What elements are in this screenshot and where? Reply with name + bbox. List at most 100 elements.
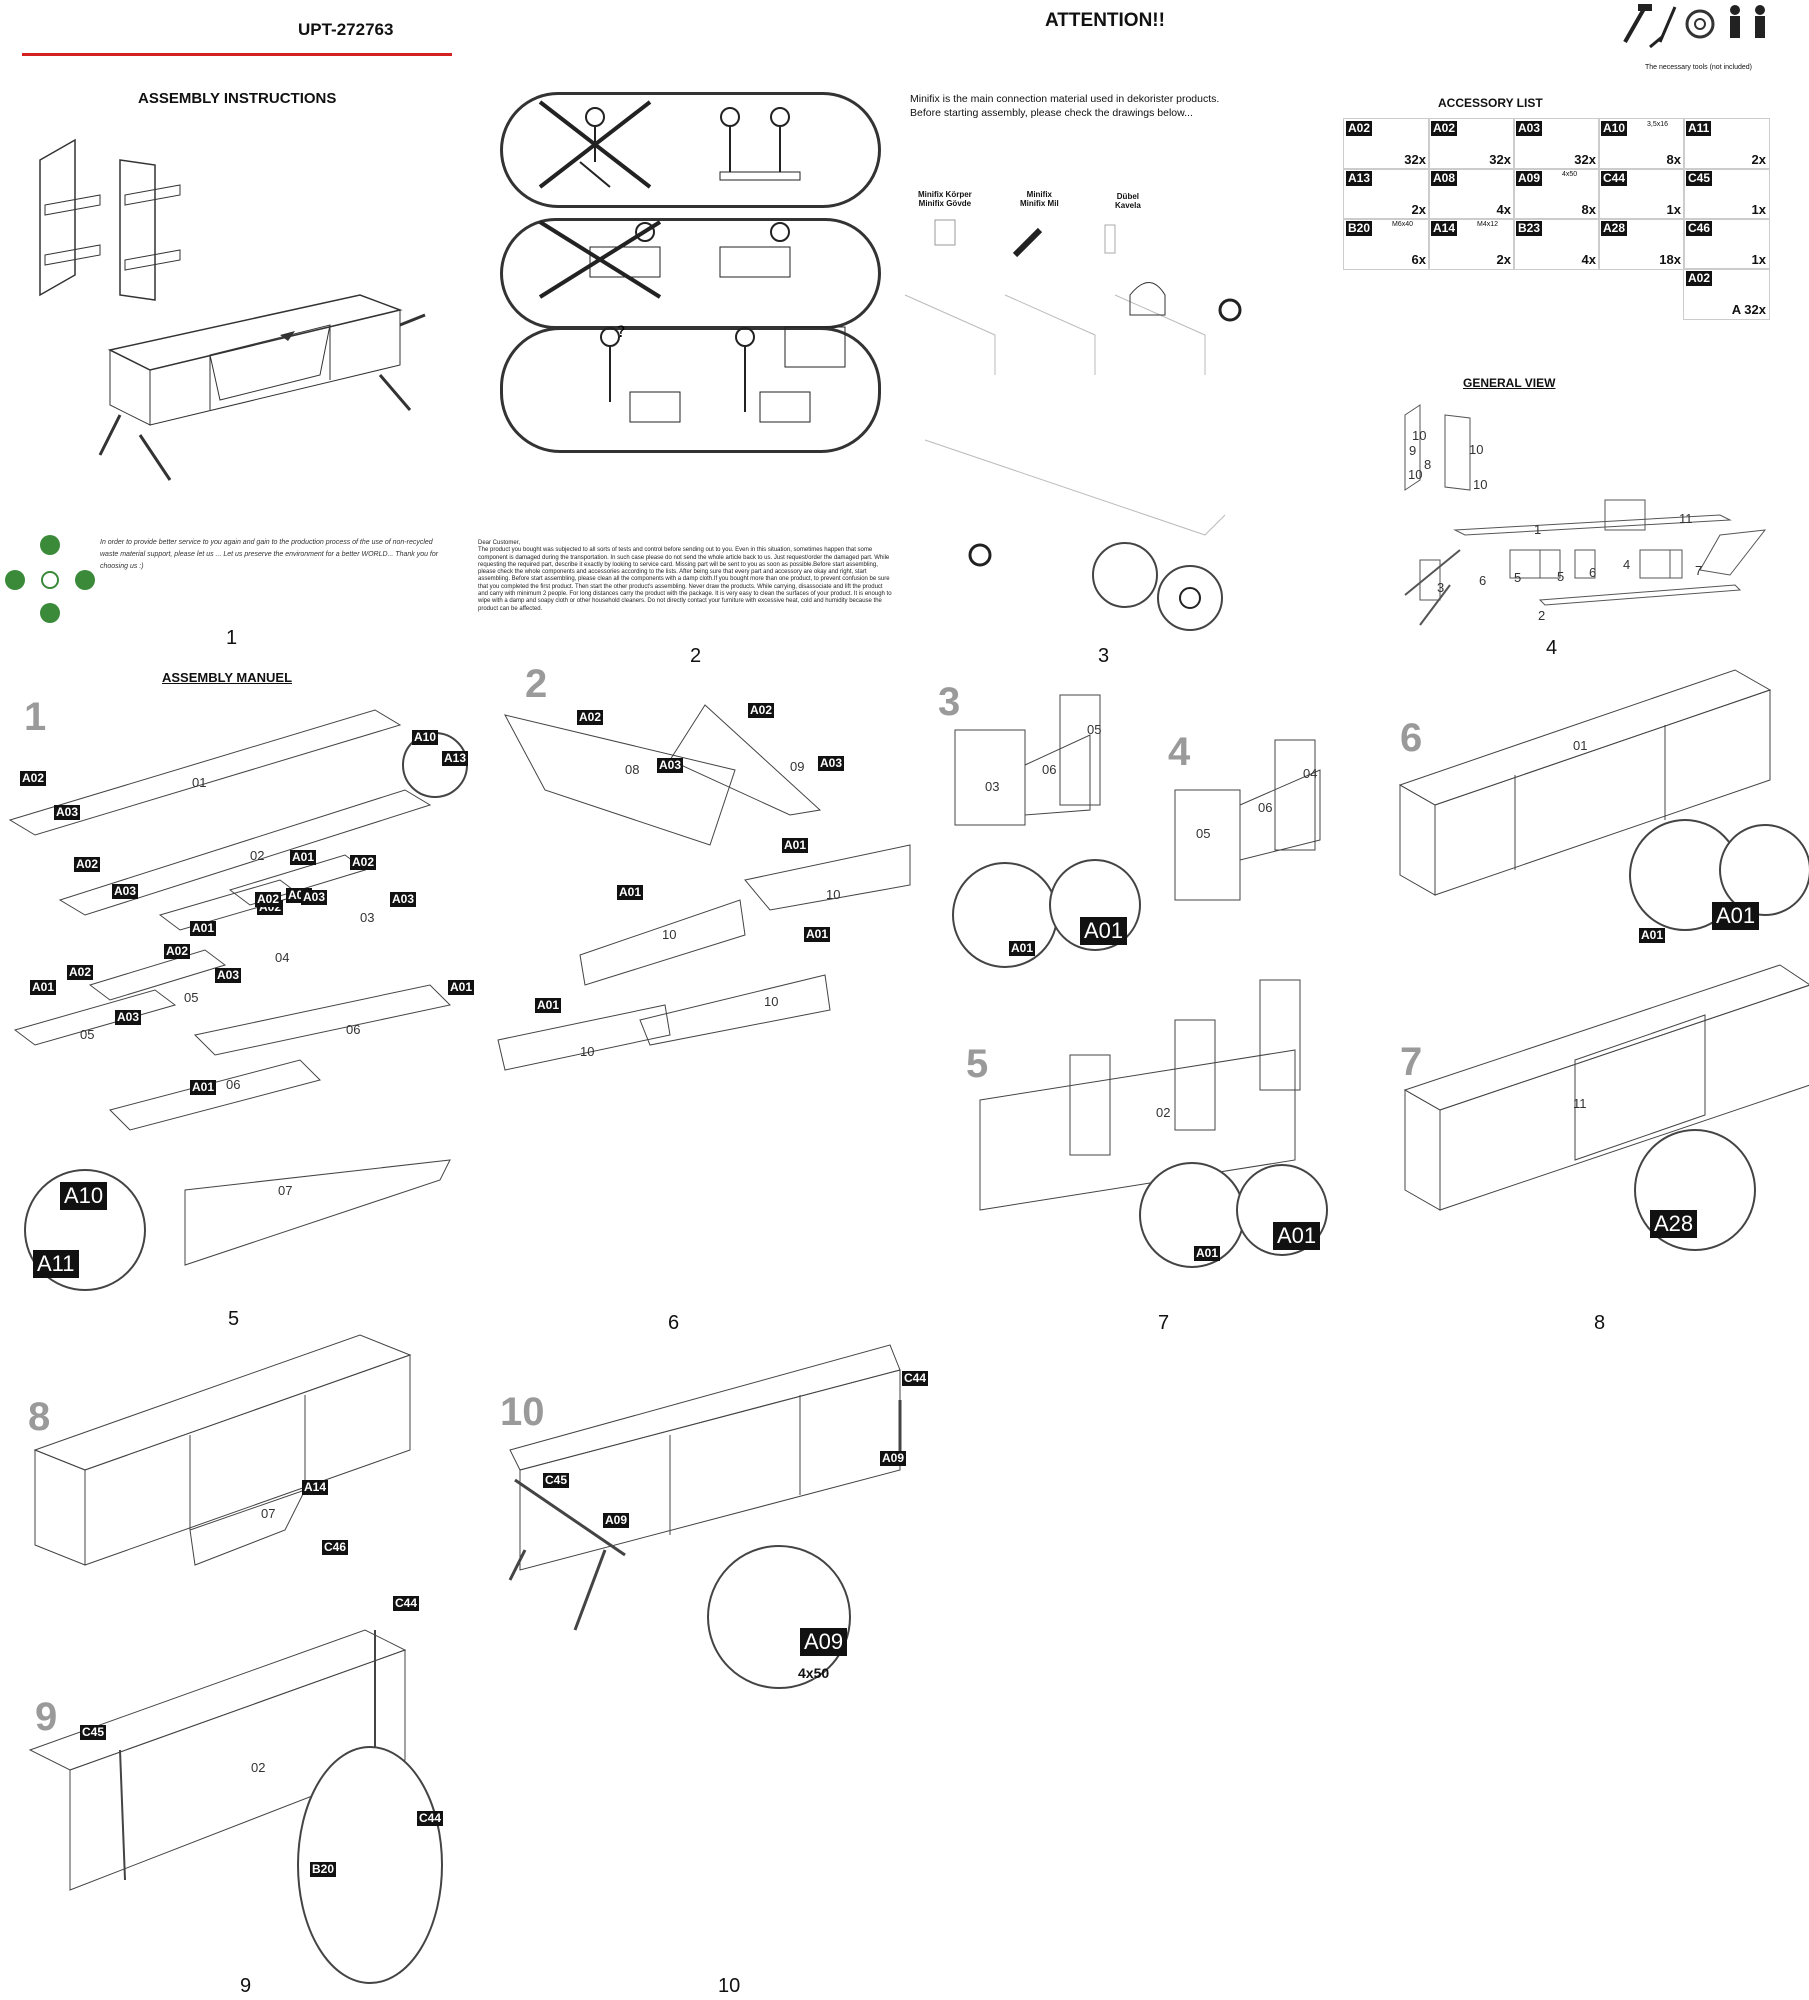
minifix-line-2: Before starting assembly, please check t… [910,107,1193,119]
page-number-1: 1 [226,627,238,649]
hardware-label: A02 [20,771,47,786]
hardware-label: A02 [350,855,377,870]
accessory-quantity: 1x [1751,252,1766,267]
header-red-rule [22,53,452,56]
accessory-quantity: 18x [1659,252,1681,267]
accessory-size-note: 4x50 [1562,171,1578,178]
accessory-quantity: 4x [1496,202,1511,217]
hardware-label: A01 [535,998,562,1013]
minifix-line-1: Minifix is the main connection material … [910,93,1220,105]
general-view-part-number: 4 [1623,557,1631,572]
a11-big-label: A11 [33,1250,79,1278]
accessory-cell: A08 4x [1428,168,1515,220]
step-8-9-drawing [28,1334,443,1984]
accessory-cell: A02 32x [1343,118,1430,170]
step-3-number: 3 [938,680,961,724]
accessory-quantity: 32x [1404,152,1426,167]
a28-big-label: A28 [1650,1210,1698,1238]
part-number: 08 [625,762,640,777]
hardware-label: A02 [255,892,282,907]
hardware-label: A01 [290,850,317,865]
page-number-5: 5 [228,1308,240,1330]
hardware-label: A03 [390,892,417,907]
hardware-label: A02 [74,857,101,872]
part-number: 02 [251,1760,266,1775]
step-5-a01-big-label: A01 [1273,1222,1321,1250]
general-view-part-number: 2 [1538,608,1546,623]
accessory-quantity: 2x [1411,202,1426,217]
step-10-number: 10 [500,1390,545,1434]
general-view-part-number: 8 [1424,457,1432,472]
hardware-label: A02 [577,710,604,725]
general-view-part-number: 6 [1479,573,1487,588]
page-number-6: 6 [668,1312,680,1334]
accessory-code: A08 [1431,171,1458,186]
page-number-4: 4 [1546,637,1558,659]
hardware-label: A01 [448,980,475,995]
c46-label: C46 [322,1540,349,1555]
warning-figures: ? [538,100,846,423]
step-6-7-drawing [1398,669,1809,1251]
p10-c45-label: C45 [543,1473,570,1488]
general-view-part-number: 3 [1437,580,1445,595]
hardware-label: A01 [617,885,644,900]
step-5-a01-label: A01 [1194,1246,1221,1261]
hardware-label: A03 [301,890,328,905]
accessory-list-title: ACCESSORY LIST [1438,96,1543,110]
accessory-quantity: 8x [1581,202,1596,217]
warning-oval-1 [500,92,881,208]
screw-size: 4x50 [798,1665,830,1681]
part-number: 04 [275,950,290,965]
hardware-label: A10 [412,730,439,745]
hardware-label: A02 [164,944,191,959]
accessory-code: A02 [1346,121,1373,136]
step-6-a01-big-label: A01 [1712,902,1760,930]
c45-label: C45 [80,1725,107,1740]
screw-detail-circle [707,1545,851,1689]
accessory-quantity: A 32x [1731,302,1766,317]
part-number: 06 [1042,762,1057,777]
page-number-8: 8 [1594,1312,1606,1334]
hardware-label: A01 [804,927,831,942]
step-9-number: 9 [35,1695,58,1739]
b20-label: B20 [310,1862,337,1877]
step-3-5-drawing [952,694,1328,1268]
part-number: 10 [662,927,677,942]
part-number: 10 [580,1044,595,1059]
step-6-a01-label: A01 [1639,928,1666,943]
part-number: 05 [1087,722,1102,737]
part-number: 11 [1573,1096,1587,1111]
step-3-a01-label: A01 [1009,941,1036,956]
step-4-number: 4 [1168,730,1191,774]
accessory-size-note: 3,5x16 [1647,121,1669,128]
step-6-number: 6 [1400,716,1423,760]
accessory-code: B23 [1516,221,1543,236]
part-number: 10 [826,887,841,902]
hardware-label: A01 [190,1080,217,1095]
notice-body: The product you bought was subjected to … [478,547,892,612]
accessory-code: A13 [1346,171,1373,186]
hardware-label: A01 [190,921,217,936]
accessory-quantity: 8x [1666,152,1681,167]
step-2-number: 2 [525,662,548,706]
tools-note: The necessary tools (not included) [1645,64,1752,71]
accessory-cell: A02 A 32x [1683,268,1770,320]
accessory-code: B20 [1346,221,1373,236]
part-number: 03 [360,910,375,925]
general-view-drawing [1404,404,1767,626]
p10-a09-label-right: A09 [880,1451,907,1466]
accessory-code: A02 [1686,271,1713,286]
accessory-quantity: 1x [1666,202,1681,217]
accessory-quantity: 4x [1581,252,1596,267]
svg-text:?: ? [617,322,626,341]
